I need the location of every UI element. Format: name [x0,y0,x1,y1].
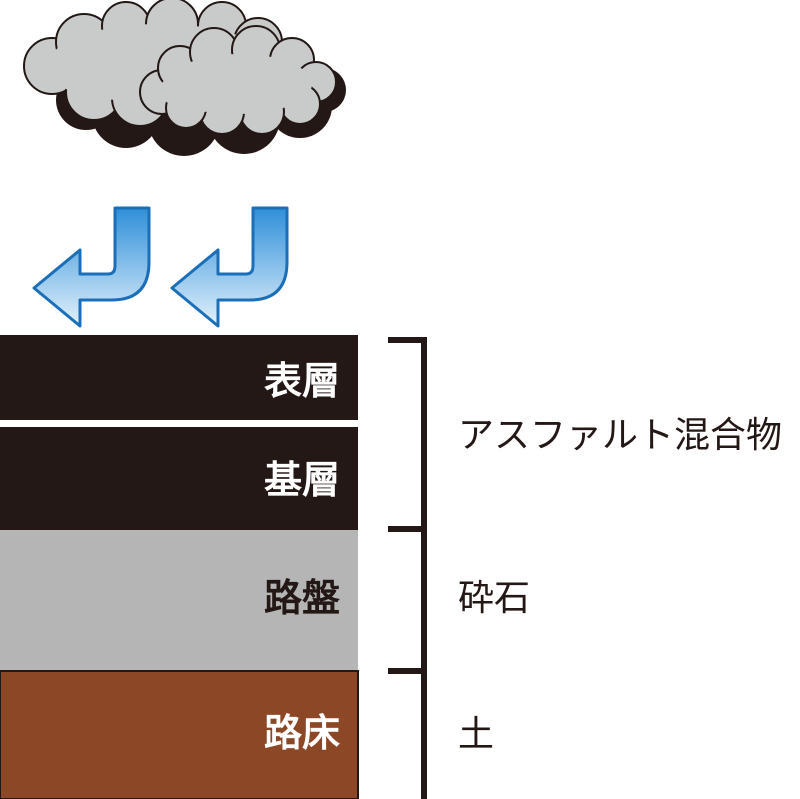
material-bracket [388,337,427,799]
material-label-soil: 土 [458,714,494,755]
layer-divider [4,420,356,427]
subgrade-layer [0,670,359,799]
layer-label-binder: 基層 [264,458,340,502]
rain-cloud-icon [23,0,346,156]
rain-arrow-icon [32,206,151,328]
material-label-crushed-stone: 砕石 [458,578,530,619]
layer-label-subgrade: 路床 [264,711,340,755]
layer-label-base-course: 路盤 [264,576,340,620]
pavement-layers [0,335,359,799]
surface-layer [0,335,358,420]
base-course-layer [0,530,358,671]
rain-arrow-icon [170,206,289,328]
layer-label-surface: 表層 [264,359,340,403]
material-label-asphalt: アスファルト混合物 [458,415,782,456]
binder-layer [0,427,358,530]
